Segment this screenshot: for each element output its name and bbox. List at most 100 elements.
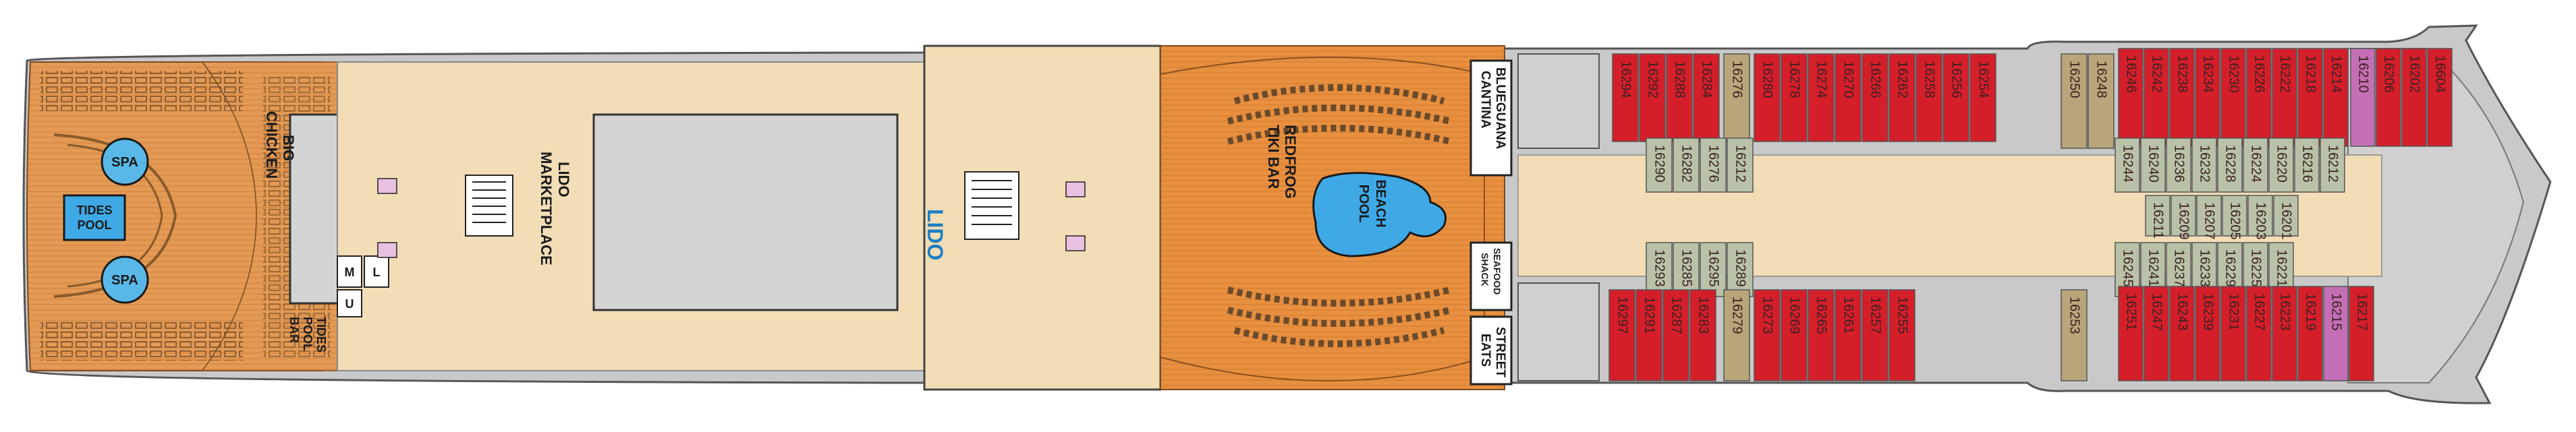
cabin[interactable]: 16207 xyxy=(2196,195,2222,240)
cabin[interactable]: 16247 xyxy=(2144,286,2169,381)
cabin-number: 16294 xyxy=(1619,61,1633,98)
cabin[interactable]: 16228 xyxy=(2217,137,2243,193)
elevator-icon[interactable] xyxy=(1065,235,1086,251)
cabin[interactable]: 16223 xyxy=(2272,286,2297,381)
cabin[interactable]: 16222 xyxy=(2272,48,2297,147)
cabin[interactable]: 16284 xyxy=(1693,53,1720,142)
cabin[interactable]: 16294 xyxy=(1612,53,1639,142)
cabin[interactable]: 16253 xyxy=(2061,289,2088,381)
cabin[interactable]: 16227 xyxy=(2246,286,2272,381)
cabin[interactable]: 16240 xyxy=(2140,137,2166,193)
stairs-icon[interactable] xyxy=(465,175,513,237)
cabin[interactable]: 16291 xyxy=(1635,289,1662,381)
blueguana-cantina[interactable] xyxy=(1469,59,1513,177)
beach-pool[interactable]: BEACH POOL xyxy=(1312,172,1447,257)
cabin[interactable]: 16210 xyxy=(2350,48,2376,147)
cabin[interactable]: 16218 xyxy=(2297,48,2323,147)
cabin[interactable]: 16238 xyxy=(2169,48,2195,147)
cabin[interactable]: 16262 xyxy=(1888,53,1915,142)
cabin[interactable]: 16248 xyxy=(2088,53,2115,149)
restrooms-aft: M L U xyxy=(337,255,389,317)
cabin[interactable]: 16251 xyxy=(2118,286,2144,381)
elevator-icon[interactable] xyxy=(377,242,397,258)
cabin[interactable]: 16209 xyxy=(2171,195,2196,240)
cabin[interactable]: 16269 xyxy=(1781,289,1808,381)
spa-icon[interactable] xyxy=(101,137,149,186)
cabin[interactable]: 16292 xyxy=(1639,53,1666,142)
cabin[interactable]: 16257 xyxy=(1861,289,1888,381)
cabin[interactable]: 16234 xyxy=(2195,48,2220,147)
cabin[interactable]: 16604 xyxy=(2427,48,2453,147)
cabin[interactable]: 16236 xyxy=(2166,137,2191,193)
stairs-icon[interactable] xyxy=(964,171,1019,240)
cabin[interactable]: 16211 xyxy=(2145,195,2171,239)
cabin[interactable]: 16239 xyxy=(2195,286,2220,381)
cabin[interactable]: 16297 xyxy=(1608,289,1635,381)
cabin-number: 16246 xyxy=(2124,55,2139,93)
cabin[interactable]: 16215 xyxy=(2323,286,2349,381)
cabin[interactable]: 16243 xyxy=(2169,286,2195,381)
cabin[interactable]: 16226 xyxy=(2246,48,2272,147)
cabin[interactable]: 16288 xyxy=(1666,53,1693,142)
cabin[interactable]: 16270 xyxy=(1835,53,1861,142)
cabin[interactable]: 16231 xyxy=(2220,286,2246,381)
cabin[interactable]: 16261 xyxy=(1835,289,1861,381)
seafood-label-2: SHACK xyxy=(1480,253,1490,286)
cabin[interactable]: 16250 xyxy=(2061,53,2088,149)
cabin[interactable]: 16216 xyxy=(2294,137,2320,193)
cabin[interactable]: 16220 xyxy=(2268,137,2294,193)
cabin[interactable]: 16230 xyxy=(2220,48,2246,147)
cabin[interactable]: 16205 xyxy=(2222,195,2247,240)
cabin[interactable]: 16254 xyxy=(1969,53,1996,142)
cabin[interactable]: 16258 xyxy=(1915,53,1942,142)
cabin[interactable]: 16293 xyxy=(1646,242,1673,297)
cabin[interactable]: 16274 xyxy=(1808,53,1835,142)
marketplace-counter[interactable] xyxy=(592,113,899,311)
restroom-icon[interactable] xyxy=(337,255,362,288)
cabin[interactable]: 16280 xyxy=(1754,53,1781,142)
restroom-icon[interactable] xyxy=(337,289,362,317)
restroom-label: U xyxy=(345,297,354,311)
restroom-icon[interactable] xyxy=(364,255,389,288)
cabin[interactable]: 16232 xyxy=(2191,137,2217,193)
cabin-number: 16289 xyxy=(1733,249,1748,287)
cabin[interactable]: 16285 xyxy=(1673,242,1700,297)
cabin[interactable]: 16295 xyxy=(1700,242,1727,297)
cabin[interactable]: 16287 xyxy=(1662,289,1689,381)
street-eats[interactable] xyxy=(1469,315,1513,385)
cabin[interactable]: 16255 xyxy=(1888,289,1915,381)
cabin[interactable]: 16276 xyxy=(1700,137,1727,193)
cabin[interactable]: 16244 xyxy=(2115,137,2140,193)
cabin[interactable]: 16225 xyxy=(2243,242,2268,297)
cabin[interactable]: 16206 xyxy=(2376,48,2401,147)
cabin[interactable]: 16266 xyxy=(1861,53,1888,142)
cabin[interactable]: 16282 xyxy=(1673,137,1700,193)
cabin-number: 16228 xyxy=(2223,145,2238,183)
cabin[interactable]: 16289 xyxy=(1727,242,1754,297)
elevator-icon[interactable] xyxy=(377,178,397,194)
cabin[interactable]: 16202 xyxy=(2401,48,2427,147)
cabin[interactable]: 16214 xyxy=(2323,48,2349,147)
cabin[interactable]: 16273 xyxy=(1754,289,1781,381)
cabin[interactable]: 16279 xyxy=(1723,289,1750,381)
cabin[interactable]: 16283 xyxy=(1689,289,1716,381)
cabin[interactable]: 16256 xyxy=(1942,53,1969,142)
cabin[interactable]: 16219 xyxy=(2297,286,2323,381)
cabin[interactable]: 16201 xyxy=(2273,195,2299,240)
cabin[interactable]: 16290 xyxy=(1646,137,1673,193)
cabin[interactable]: 16212 xyxy=(1727,137,1754,193)
cabin[interactable]: 16242 xyxy=(2144,48,2169,147)
cabin[interactable]: 16276 xyxy=(1723,53,1750,142)
pool-icon[interactable] xyxy=(63,194,126,241)
cabin-number: 16278 xyxy=(1787,61,1802,98)
elevator-icon[interactable] xyxy=(1065,181,1086,197)
spa-icon[interactable] xyxy=(101,255,149,304)
seafood-shack[interactable] xyxy=(1469,241,1513,311)
cabin[interactable]: 16217 xyxy=(2349,286,2374,381)
cabin[interactable]: 16278 xyxy=(1781,53,1808,142)
cabin[interactable]: 16224 xyxy=(2243,137,2268,193)
cabin[interactable]: 16212 xyxy=(2320,137,2345,193)
cabin[interactable]: 16265 xyxy=(1808,289,1835,381)
cabin[interactable]: 16203 xyxy=(2247,195,2273,240)
cabin[interactable]: 16246 xyxy=(2118,48,2144,147)
